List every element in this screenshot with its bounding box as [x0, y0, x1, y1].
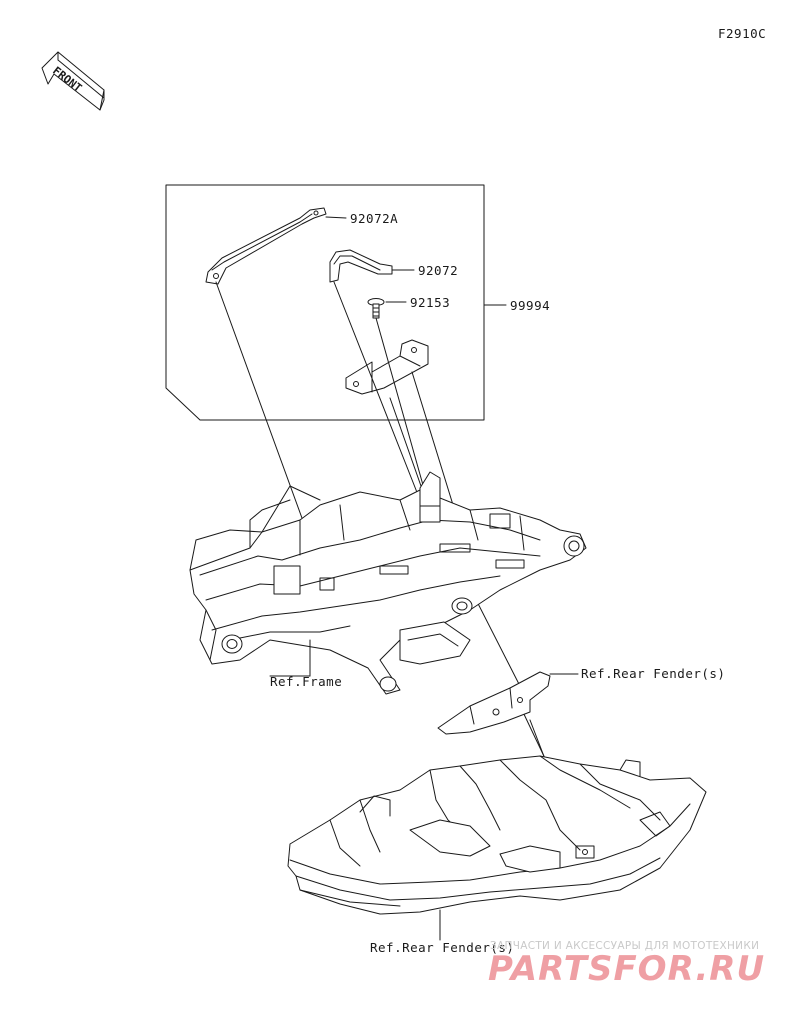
rear-fender-body	[287, 755, 707, 941]
frame-assembly	[189, 471, 587, 695]
callout-ref-rear-fender-bracket: Ref.Rear Fender(s)	[581, 666, 726, 681]
kit-group-box	[165, 184, 507, 421]
rear-fender-bracket	[437, 671, 579, 735]
strap-92072a	[205, 207, 347, 285]
watermark-logo: PARTSFOR.RU	[488, 949, 766, 989]
strap-92072	[329, 249, 415, 283]
callout-92153: 92153	[410, 295, 451, 310]
callout-99994: 99994	[510, 298, 551, 313]
figure-code: F2910C	[718, 26, 767, 41]
watermark-tagline: ЗАПЧАСТИ И АКСЕССУАРЫ ДЛЯ МОТОТЕХНИКИ	[490, 940, 760, 952]
callout-92072a: 92072A	[350, 211, 399, 226]
callout-92072: 92072	[418, 263, 459, 278]
callout-ref-rear-fender-body: Ref.Rear Fender(s)	[370, 940, 515, 955]
front-direction-icon: FRONT	[41, 51, 105, 111]
callout-ref-frame: Ref.Frame	[270, 674, 343, 689]
bolt-92153	[367, 298, 407, 319]
bracket-part	[345, 339, 429, 395]
